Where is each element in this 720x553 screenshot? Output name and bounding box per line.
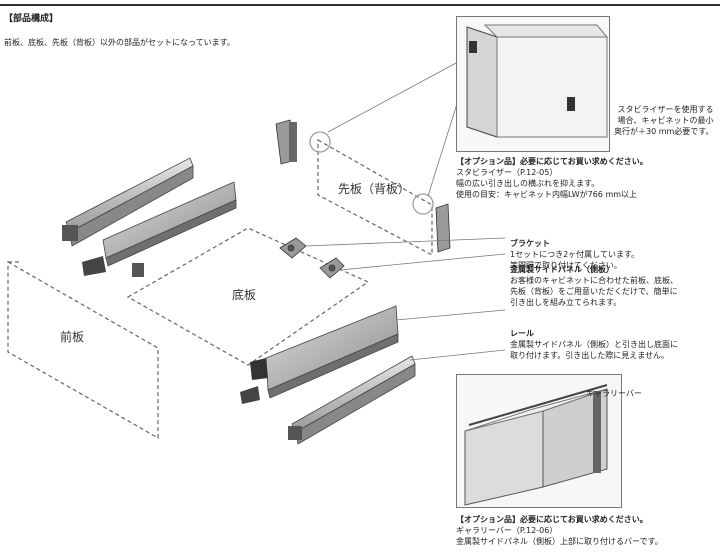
stabilizer-drawing [466,24,609,138]
back-panel-label: 先板（背板） [338,182,411,196]
gallery-bar-photo [456,374,622,508]
back-bracket-lower [435,203,451,253]
bottom-panel-label: 底板 [232,288,257,302]
section-title: 【部品構成】 [4,14,59,24]
bracket-note: ブラケット 1セットにつき2ヶ付属しています。 等間隔で取り付けてください。 [510,239,640,270]
intro-text: 前板、底板、先板（背板）以外の部品がセットになっています。 [4,38,235,47]
stabilizer-photo [456,16,610,152]
side-panel-right [240,305,399,404]
front-panel-label: 前板 [60,330,85,344]
front-panel-outline [7,260,159,440]
gallery-bar-drawing [464,384,608,506]
rail-note: レール 金属製サイドパネル（側板）と引き出し底面に 取り付けます。引き出した際に… [510,329,678,360]
side-panel-note: 金属製サイドパネル（側板） お客様のキャビネットに合わせた前板、底板、 先板（背… [510,265,678,307]
gallery-note: 【オプション品】必要に応じてお買い求めください。 ギャラリーバー（P.12-06… [456,515,663,546]
stabilizer-leaders [327,61,463,197]
stabilizer-note: 【オプション品】必要に応じてお買い求めください。 スタビライザー（P.12-05… [456,157,648,199]
side-panel-left [82,181,237,277]
rail-left [62,157,194,247]
back-bracket-upper [275,119,297,165]
back-panel-outline [309,131,434,256]
header-rule [0,4,720,6]
callout-leaders [305,237,506,361]
bracket-parts [279,237,345,279]
bottom-panel-outline [126,227,370,366]
rail-right [288,355,416,445]
gallery-bar-label: ギャラリーバー [586,389,642,398]
stabilizer-caption: スタビライザーを使用する 場合、キャビネットの最小 奥行が＋30 mm必要です。 [614,105,714,136]
